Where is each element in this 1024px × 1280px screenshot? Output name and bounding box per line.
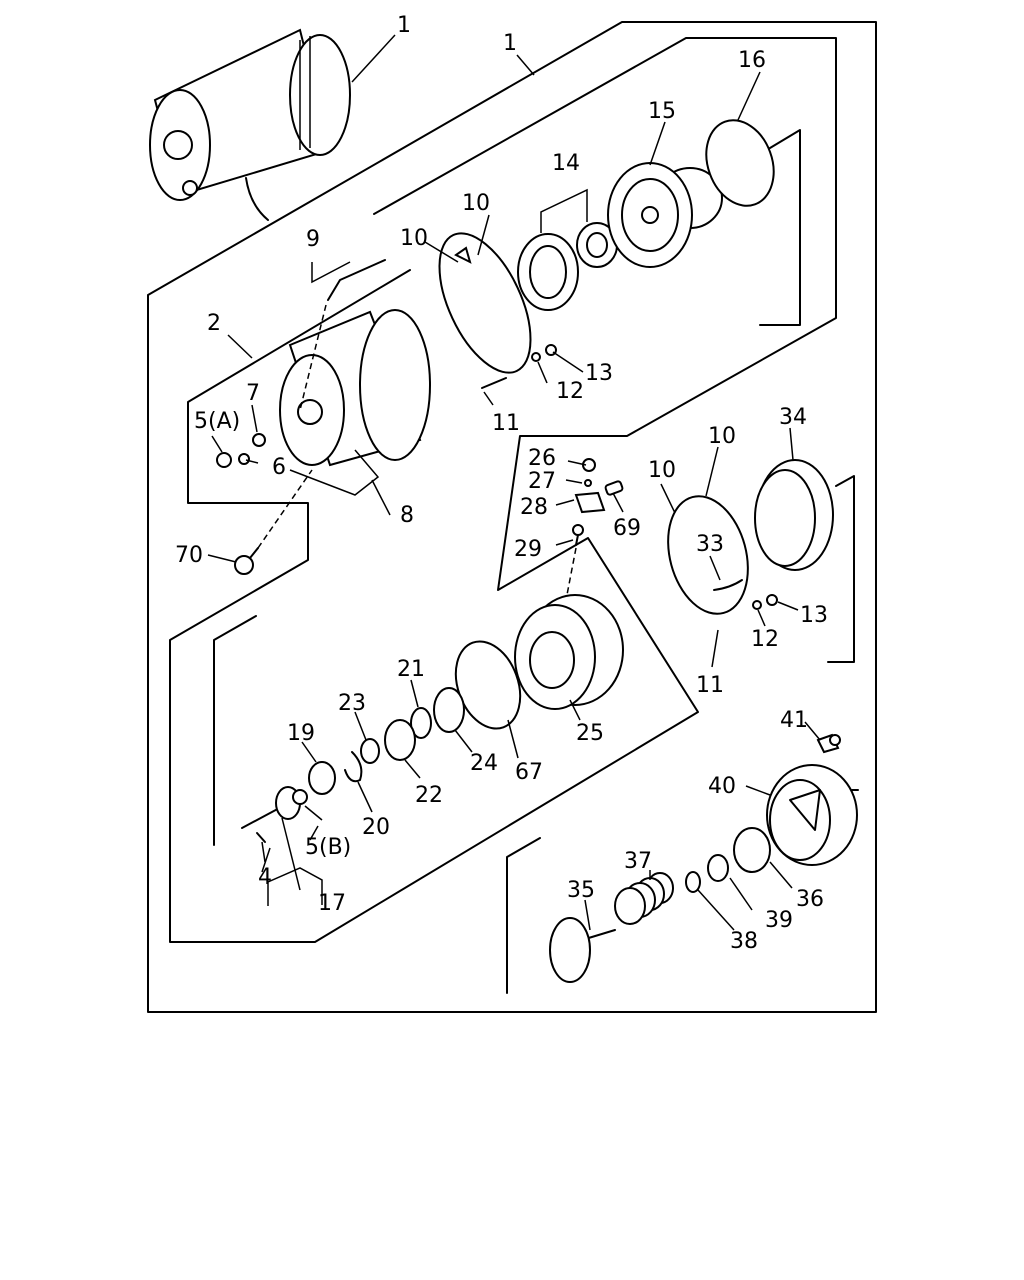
callout-39: 39 — [765, 908, 793, 933]
cylinder-housing — [279, 309, 431, 467]
callout-5b: 5(B) — [305, 835, 351, 860]
seal-36 — [733, 827, 771, 873]
snap-ring-20 — [344, 751, 363, 783]
callout-6: 6 — [272, 455, 286, 480]
callout-15: 15 — [648, 99, 676, 124]
callout-27: 27 — [528, 469, 556, 494]
brake-chamber-assembly — [149, 28, 351, 221]
callout-35: 35 — [567, 878, 595, 903]
callout-29: 29 — [514, 537, 542, 562]
bracket-lower-left — [213, 615, 257, 846]
callout-14: 14 — [552, 151, 580, 176]
clamp-band-mid — [667, 495, 749, 615]
callout-12-upper: 12 — [556, 379, 584, 404]
ring-24 — [433, 687, 465, 733]
washer-27 — [584, 479, 592, 487]
callout-37: 37 — [624, 849, 652, 874]
o-ring-7 — [252, 433, 266, 447]
seal-19 — [308, 761, 336, 795]
washer-12-mid — [752, 600, 762, 610]
ring-23 — [360, 738, 380, 764]
callout-11-mid: 11 — [696, 673, 724, 698]
callout-11-upper: 11 — [492, 411, 520, 436]
callout-19: 19 — [287, 721, 315, 746]
air-pipe — [327, 259, 386, 301]
o-ring-16 — [705, 119, 775, 207]
callout-23: 23 — [338, 691, 366, 716]
bracket-mid-right — [827, 475, 855, 663]
callout-16: 16 — [738, 48, 766, 73]
housing-25 — [514, 594, 624, 710]
bracket-bottom — [506, 837, 541, 994]
callout-41: 41 — [780, 708, 808, 733]
callout-10-mid-right: 10 — [708, 424, 736, 449]
callout-69: 69 — [613, 516, 641, 541]
pin-4 — [256, 832, 266, 843]
callout-17: 17 — [318, 891, 346, 916]
callout-1-frame: 1 — [503, 31, 517, 56]
callout-13-upper: 13 — [585, 361, 613, 386]
callout-36: 36 — [796, 887, 824, 912]
group-boundary-upper — [169, 37, 837, 943]
callout-20: 20 — [362, 815, 390, 840]
callout-10-upper-left: 10 — [400, 226, 428, 251]
bracket-upper-right — [759, 129, 801, 326]
callout-9: 9 — [306, 227, 320, 252]
fitting-29 — [572, 524, 584, 546]
washer-6 — [238, 453, 250, 465]
callout-1-top: 1 — [397, 13, 411, 38]
washer-12-upper — [531, 352, 541, 362]
insert-33 — [713, 579, 743, 591]
pin-69 — [604, 480, 624, 496]
callout-10-upper-right: 10 — [462, 191, 490, 216]
housing-40 — [766, 764, 859, 866]
callout-2: 2 — [207, 311, 221, 336]
callout-12-mid: 12 — [751, 627, 779, 652]
diaphragm-assembly-14 — [517, 222, 618, 311]
callout-28: 28 — [520, 495, 548, 520]
callout-21: 21 — [397, 657, 425, 682]
ring-21 — [410, 707, 432, 739]
cover-34 — [754, 459, 834, 571]
callout-10-mid-left: 10 — [648, 458, 676, 483]
callout-4: 4 — [258, 865, 272, 890]
callout-26: 26 — [528, 446, 556, 471]
callout-33: 33 — [696, 532, 724, 557]
clamp-band-upper — [438, 232, 532, 374]
callout-24: 24 — [470, 751, 498, 776]
plug-70 — [234, 547, 259, 575]
callout-38: 38 — [730, 929, 758, 954]
leader-lines — [207, 34, 821, 931]
callout-40: 40 — [708, 774, 736, 799]
callout-22: 22 — [415, 783, 443, 808]
fitting-5a — [216, 452, 232, 468]
push-rod-17 — [241, 786, 308, 829]
callout-67: 67 — [515, 760, 543, 785]
callout-70: 70 — [175, 543, 203, 568]
assembly-frame — [147, 21, 877, 1013]
nut-13-mid — [766, 594, 778, 606]
bracket-28 — [574, 491, 606, 514]
callout-8: 8 — [400, 503, 414, 528]
callout-7: 7 — [246, 381, 260, 406]
spring-37 — [614, 872, 674, 925]
diaphragm-plate-35 — [549, 917, 616, 983]
guide-39 — [707, 854, 729, 882]
ring-38 — [685, 871, 701, 893]
ring-22 — [384, 719, 416, 761]
callout-25: 25 — [576, 721, 604, 746]
callout-13-mid: 13 — [800, 603, 828, 628]
fitting-41 — [816, 733, 841, 754]
pressure-plate-15 — [607, 162, 723, 268]
callout-5a: 5(A) — [194, 409, 240, 434]
callout-34: 34 — [779, 405, 807, 430]
